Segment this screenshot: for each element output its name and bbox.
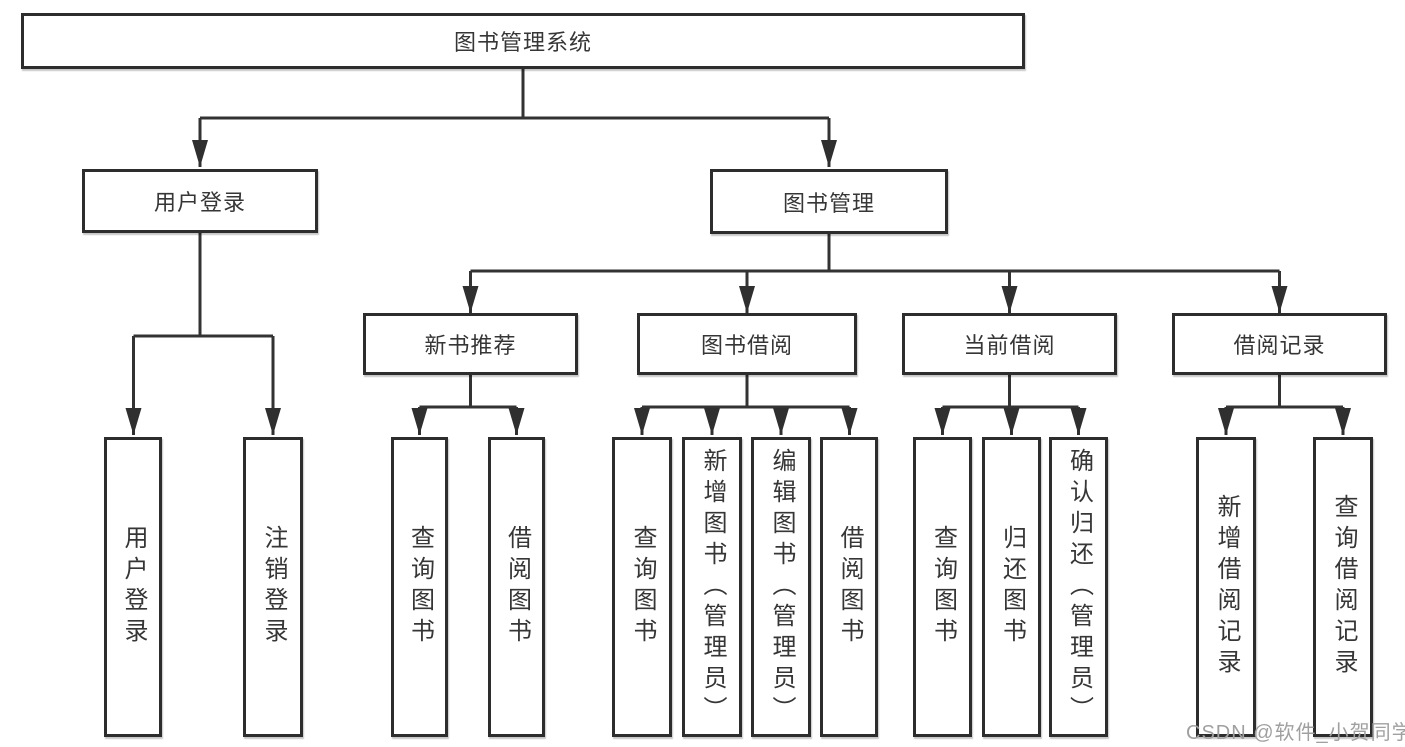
leaf-label: 借阅图书	[503, 525, 531, 649]
leaf-label: 编辑图书（管理员）	[768, 447, 795, 727]
csdn-watermark: CSDN @软件_小贺同学	[1186, 722, 1405, 744]
node-label: 新书推荐	[424, 333, 517, 358]
leaf-edit-books-admin: 编辑图书（管理员）	[751, 437, 811, 737]
leaf-label: 确认归还（管理员）	[1065, 447, 1093, 727]
node-book-borrowing: 图书借阅	[637, 313, 857, 375]
node-borrowing-records: 借阅记录	[1172, 313, 1387, 375]
node-label: 当前借阅	[963, 333, 1056, 358]
leaf-label: 查询图书	[629, 525, 656, 649]
leaf-label: 注销登录	[260, 525, 287, 649]
leaf-label: 新增图书（管理员）	[699, 447, 726, 727]
node-label: 图书管理	[782, 190, 875, 216]
leaf-label: 归还图书	[998, 525, 1026, 649]
leaf-label: 借阅图书	[836, 525, 863, 649]
leaf-label: 用户登录	[120, 525, 147, 649]
leaf-borrow-books-recommend: 借阅图书	[488, 437, 545, 737]
node-label: 用户登录	[153, 190, 246, 215]
node-new-book-recommendation: 新书推荐	[363, 313, 578, 375]
leaf-user-login: 用户登录	[104, 437, 162, 737]
leaf-confirm-return-admin: 确认归还（管理员）	[1049, 437, 1108, 737]
leaf-query-books-recommend: 查询图书	[391, 437, 448, 737]
node-label: 借阅记录	[1233, 333, 1326, 358]
leaf-query-books-current: 查询图书	[913, 437, 972, 737]
leaf-add-books-admin: 新增图书（管理员）	[682, 437, 742, 737]
leaf-borrow-books-borrowing: 借阅图书	[820, 437, 878, 737]
leaf-logout-login: 注销登录	[243, 437, 303, 737]
leaf-label: 查询图书	[406, 525, 434, 649]
node-user-login: 用户登录	[82, 169, 318, 233]
node-label: 图书管理系统	[453, 30, 592, 55]
node-book-management: 图书管理	[710, 169, 948, 234]
node-library-management-system: 图书管理系统	[21, 13, 1025, 69]
leaf-label: 新增借阅记录	[1213, 494, 1240, 680]
leaf-label: 查询借阅记录	[1330, 494, 1357, 680]
node-label: 图书借阅	[700, 333, 793, 358]
node-current-borrowing: 当前借阅	[902, 313, 1117, 375]
leaf-query-borrow-record: 查询借阅记录	[1313, 437, 1373, 737]
leaf-add-borrow-record: 新增借阅记录	[1196, 437, 1256, 737]
leaf-label: 查询图书	[929, 525, 957, 649]
leaf-return-books: 归还图书	[982, 437, 1041, 737]
leaf-query-books-borrowing: 查询图书	[612, 437, 672, 737]
